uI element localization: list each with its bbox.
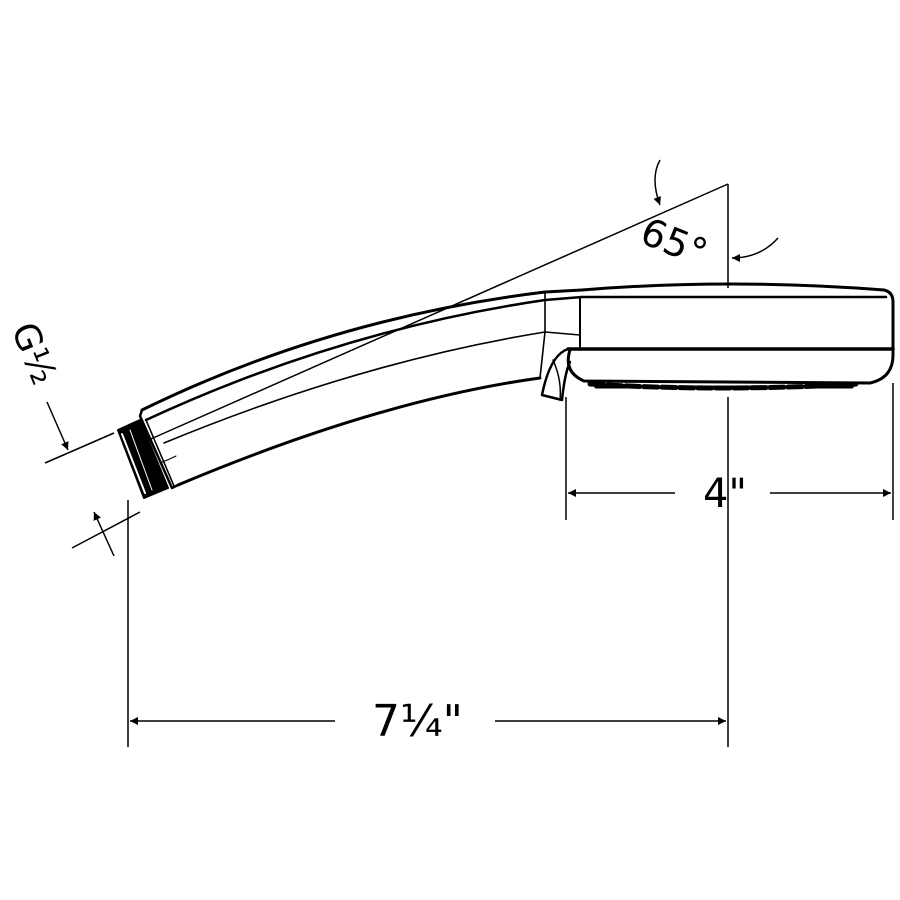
head-width-dimension <box>565 383 894 747</box>
thread-dimension <box>44 401 141 747</box>
shower-handle <box>117 288 584 499</box>
overall-length-value: 7¼" <box>372 696 463 747</box>
angle-dimension <box>143 159 779 443</box>
shower-head <box>566 282 895 391</box>
head-width-label: 4" <box>703 474 747 514</box>
overall-length-label: 7¼" <box>372 700 463 744</box>
head-width-value: 4" <box>703 471 747 517</box>
